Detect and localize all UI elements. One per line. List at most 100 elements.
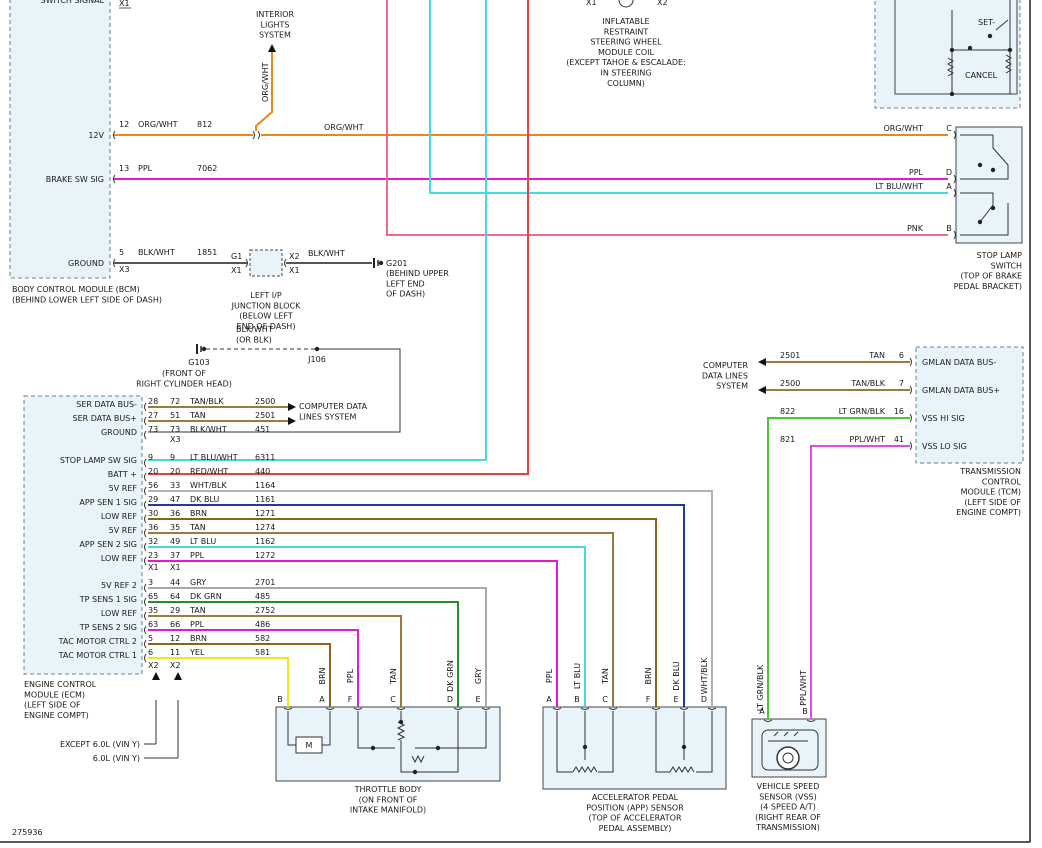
airbag-caption-line: INFLATABLE (602, 17, 649, 26)
ground-point (378, 260, 384, 266)
ecm-pin-label: LOW REF (101, 512, 138, 521)
connector-terminal (144, 528, 147, 538)
junction-x1-label: X1 (231, 266, 242, 275)
vss-caption-line: SENSOR (VSS) (759, 792, 816, 801)
wire-lt-blu (148, 546, 586, 707)
junction-g1-label: G1 (231, 252, 242, 261)
tcm-pin-number: 41 (894, 435, 904, 444)
tcm-caption-line: ENGINE COMPT) (956, 508, 1021, 517)
circuit-number: 1164 (255, 481, 275, 490)
bcm-pin-number: 5 (119, 248, 124, 257)
bcm-caption-line: BODY CONTROL MODULE (BCM) (12, 285, 140, 294)
connector-terminal (144, 472, 147, 482)
stop-lamp-pin: A (946, 182, 952, 191)
ecm-pin-number: 44 (170, 578, 180, 587)
connector-terminal (651, 707, 661, 710)
circuit-number: 2500 (255, 397, 275, 406)
wire-color-label: YEL (189, 648, 205, 657)
connector-terminal (580, 707, 590, 710)
arrow-data-lines (288, 403, 296, 411)
splice-dot (977, 162, 983, 168)
throttle-caption-line: THROTTLE BODY (354, 785, 422, 794)
bcm-connector-x1: X1 (119, 0, 130, 8)
junction-block (249, 249, 283, 277)
wire-tan (148, 615, 402, 707)
airbag-caption-line: COLUMN) (607, 79, 645, 88)
ecm-caption-line: (LEFT SIDE OF (24, 701, 81, 710)
ecm-caption-line: ENGINE COMPT) (24, 711, 89, 720)
airbag-caption-line: MODULE COIL (598, 48, 655, 57)
wire-red-wht (148, 0, 529, 475)
bcm-pin-label: BRAKE SW SIG (46, 175, 104, 184)
connector-terminal (909, 385, 912, 395)
connector-terminal (396, 707, 406, 710)
ground-point (201, 346, 207, 352)
airbag-caption-line: STEERING WHEEL (590, 38, 662, 47)
tcm-caption-line: MODULE (TCM) (961, 488, 1021, 497)
connector-terminal (144, 416, 147, 426)
wire-color-label: ORG/WHT (261, 62, 270, 102)
wire-color-label: TAN/BLK (189, 397, 224, 406)
stop-lamp-caption-line: (TOP OF BRAKE (960, 272, 1022, 281)
stop-lamp-caption-line: SWITCH (991, 261, 1022, 270)
wire-lt-blu-wht-ecm (148, 0, 487, 461)
connector-terminal (144, 653, 147, 663)
connector-terminal (284, 258, 287, 268)
ecm-pin-label: SER DATA BUS- (76, 400, 137, 409)
stop-lamp-switch-box (955, 126, 1023, 244)
ecm-pin-number: 20 (170, 467, 180, 476)
ground-wire-blk-wht (148, 348, 401, 433)
wire-color-label: TAN/BLK (850, 379, 885, 388)
circuit-number: 1162 (255, 537, 275, 546)
circuit-number: 440 (255, 467, 270, 476)
ecm-pin-number: 36 (148, 523, 158, 532)
tcm-pin-label: GMLAN DATA BUS- (922, 358, 996, 367)
cruise-set-label: SET- (978, 18, 995, 27)
junction-x1-label: X1 (289, 266, 300, 275)
interior-lights-label-line: SYSTEM (259, 31, 291, 40)
wire-color-label: LT BLU/WHT (875, 182, 923, 191)
app-pin: E (673, 695, 678, 704)
tcm-caption-line: CONTROL (982, 477, 1022, 486)
connector-terminal (144, 486, 147, 496)
connector-terminal (144, 639, 147, 649)
circuit-number: 2752 (255, 606, 275, 615)
vss-hub (782, 752, 794, 764)
arrow-gmlan (758, 358, 766, 366)
wire-color-label: WHT/BLK (700, 657, 709, 694)
cruise-cancel-label: CANCEL (965, 71, 998, 80)
vss-body (761, 729, 819, 771)
connector-terminal (953, 174, 956, 184)
ecm-connector-x1: X1 (170, 563, 181, 572)
airbag-caption-line: IN STEERING (600, 69, 651, 78)
connector-terminal (608, 707, 618, 710)
circuit-number: 6311 (255, 453, 275, 462)
wire-color-label: BRN (318, 667, 327, 684)
g103-caption-line: RIGHT CYLINDER HEAD) (136, 379, 232, 388)
connector-terminal (144, 542, 147, 552)
wire-color-label: TAN (389, 668, 398, 685)
connector-terminal (909, 441, 912, 451)
app-caption-line: POSITION (APP) SENSOR (586, 803, 684, 812)
ecm-pin-label: TP SENS 2 SIG (79, 623, 137, 632)
ecm-pin-number: 64 (170, 592, 180, 601)
ecm-connector-x2: X2 (148, 661, 159, 670)
app-caption-line: (TOP OF ACCELERATOR (588, 814, 681, 823)
wire-color-label: ORG/WHT (138, 120, 178, 129)
bcm-switch-signal-label: SWITCH SIGNAL (41, 0, 105, 5)
ecm-caption-line: MODULE (ECM) (24, 690, 85, 699)
wire-color-label: PPL (138, 164, 153, 173)
ecm-pin-number: 73 (170, 425, 180, 434)
junction-caption-line: LEFT I/P (250, 291, 281, 300)
wire-tan (148, 532, 614, 707)
vss-pin: A (759, 707, 765, 716)
tcm-pin-number: 6 (899, 351, 904, 360)
connector-terminal (144, 514, 147, 524)
ecm-pin-number: 23 (148, 551, 158, 560)
splice-dot (990, 167, 996, 173)
connector-terminal (144, 500, 147, 510)
connector-terminal (144, 625, 147, 635)
circuit-number: 1161 (255, 495, 275, 504)
airbag-connector-x1: X1 (586, 0, 597, 7)
connector-terminal (481, 707, 491, 710)
